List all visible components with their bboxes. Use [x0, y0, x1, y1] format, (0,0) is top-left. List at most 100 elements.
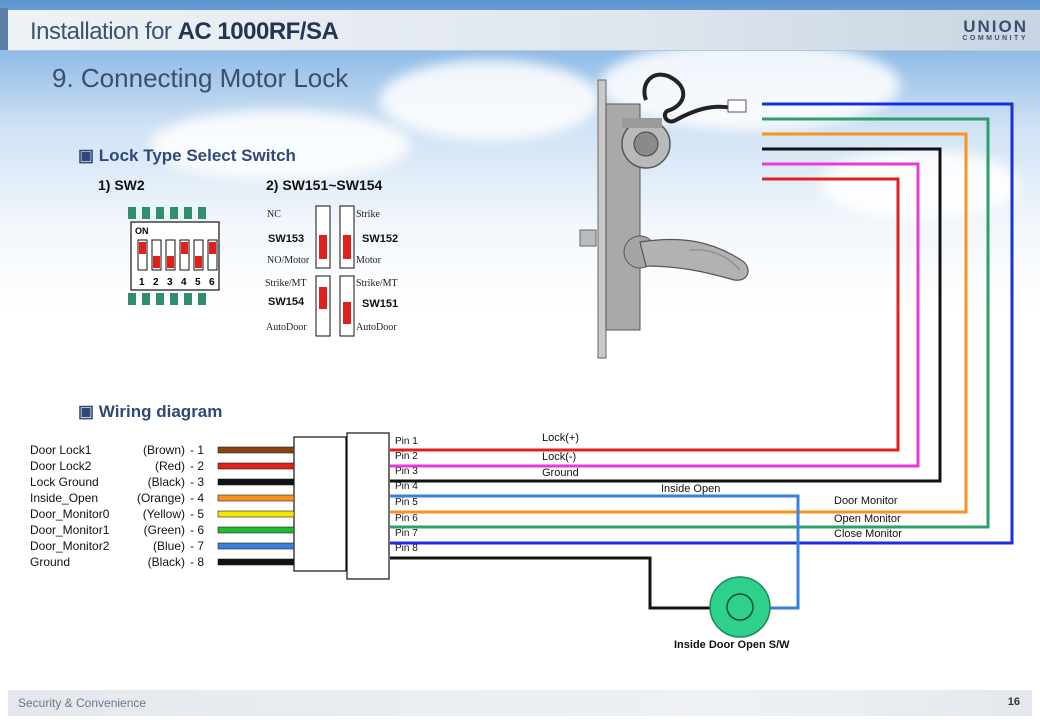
wire-number-label: - 5 [190, 507, 205, 521]
sw153-bottom-label: NO/Motor [267, 255, 310, 266]
wire-black-ground [390, 147, 942, 483]
dip-switch-knob [139, 242, 146, 254]
wire-number-label: - 6 [190, 523, 205, 537]
dip-switch-cell [151, 239, 162, 271]
dip-switch-cell [165, 239, 176, 271]
pin-label: Pin 2 [395, 451, 418, 462]
wire-name-label: Door_Monitor2 [30, 539, 110, 553]
pin-label: Pin 1 [395, 436, 418, 447]
connector-male [346, 432, 390, 580]
wire-stub [217, 526, 295, 534]
wiring-heading: ▣ Wiring diagram [78, 402, 223, 421]
door-monitor-label: Door Monitor [834, 495, 898, 507]
footer-text: Security & Convenience [18, 696, 147, 710]
wire-name-label: Door_Monitor1 [30, 523, 110, 537]
wire-green-open-monitor [390, 117, 990, 529]
wire-name-label: Door Lock1 [30, 443, 92, 457]
wire-number-label: - 4 [190, 491, 205, 505]
dip-switch-number: 4 [181, 277, 187, 288]
cloud [380, 60, 600, 140]
lock-type-heading: ▣ Lock Type Select Switch [78, 146, 296, 165]
wire-color-label: (Green) [143, 523, 185, 537]
header-accent [0, 8, 8, 50]
sw151-label: 2) SW151~SW154 [266, 177, 383, 193]
wire-color-label: (Yellow) [142, 507, 185, 521]
dip-switch-cell [193, 239, 204, 271]
sw152-name: SW152 [362, 233, 399, 245]
page-number: 16 [1007, 696, 1020, 708]
wire-orange-door-monitor [390, 132, 968, 514]
sw152-top-label: Strike [356, 209, 380, 220]
pin-label: Pin 5 [395, 497, 418, 508]
sw151-bottom-label: AutoDoor [356, 322, 397, 333]
dip-switch-knob [181, 242, 188, 254]
dip-switch-knob [209, 242, 216, 254]
dip-switch-knob [195, 256, 202, 268]
wire-stub [217, 542, 295, 550]
lock-plus-label: Lock(+) [542, 432, 579, 444]
sw2-on-text: ON [135, 226, 149, 236]
wire-stub [217, 478, 295, 486]
wire-color-label: (Red) [154, 459, 185, 473]
wire-stub [217, 510, 295, 518]
wire-stub [217, 446, 295, 454]
wire-stubs [217, 446, 295, 566]
connector-female [293, 436, 347, 572]
wire-red-lock-plus [390, 177, 900, 452]
cloud [150, 110, 410, 180]
wire-name-label: Lock Ground [30, 475, 99, 489]
wire-blue-close-monitor [390, 102, 1014, 545]
motor-lock-illustration [579, 72, 749, 359]
wire-color-label: (Black) [147, 555, 185, 569]
dip-switch-cell [137, 239, 148, 271]
footer-bar: Security & Convenience 16 [8, 690, 1032, 716]
dip-switch-number: 3 [167, 277, 173, 288]
pin-label: Pin 3 [395, 466, 418, 477]
wire-color-label: (Blue) [152, 539, 185, 553]
wire-name-label: Door_Monitor0 [30, 507, 110, 521]
sw153-name: SW153 [268, 233, 305, 245]
wire-name-label: Ground [30, 555, 71, 569]
wire-color-label: (Brown) [142, 443, 185, 457]
wire-name-label: Inside_Open [30, 491, 99, 505]
dip-switch-number: 5 [195, 277, 201, 288]
close-monitor-label: Close Monitor [834, 528, 902, 540]
wire-blue-inside-open [390, 494, 800, 610]
page-title: 9. Connecting Motor Lock [52, 63, 349, 93]
dip-switch-knob [167, 256, 174, 268]
inside-door-switch-label: Inside Door Open S/W [674, 639, 790, 651]
wire-name-label: Door Lock2 [30, 459, 92, 473]
wire-number-label: - 8 [190, 555, 205, 569]
wire-magenta-lock-minus [390, 162, 920, 468]
dip-switch-cell [179, 239, 190, 271]
dip-switch-knob [153, 256, 160, 268]
inside-door-open-switch [709, 576, 771, 638]
slide-switch-knobs [319, 235, 351, 324]
lock-minus-label: Lock(-) [542, 451, 577, 463]
sw2-label: 1) SW2 [98, 177, 145, 193]
wire-stub [217, 462, 295, 470]
wire-stub [217, 558, 295, 566]
wire-color-label: (Orange) [136, 491, 185, 505]
wire-stub [217, 494, 295, 502]
ground-label: Ground [542, 467, 579, 479]
pin-label: Pin 4 [395, 481, 418, 492]
dip-switch-cell [207, 239, 218, 271]
wire-number-label: - 1 [190, 443, 205, 457]
dip-switch-number: 1 [139, 277, 145, 288]
wire-number-label: - 3 [190, 475, 205, 489]
dip-switch-number: 6 [209, 277, 215, 288]
sw153-top-label: NC [267, 209, 281, 220]
sw154-bottom-label: AutoDoor [266, 322, 307, 333]
sw151-name: SW151 [362, 298, 399, 310]
switch-button-ring [726, 593, 754, 621]
sw154-top-label: Strike/MT [265, 278, 307, 289]
sw152-bottom-label: Motor [356, 255, 381, 266]
cloud [600, 40, 900, 130]
header-bar: Installation for AC 1000RF/SA UNION COMM… [8, 10, 1040, 51]
wire-color-label: (Black) [147, 475, 185, 489]
pin-label: Pin 6 [395, 513, 418, 524]
inside-open-label: Inside Open [661, 483, 721, 495]
